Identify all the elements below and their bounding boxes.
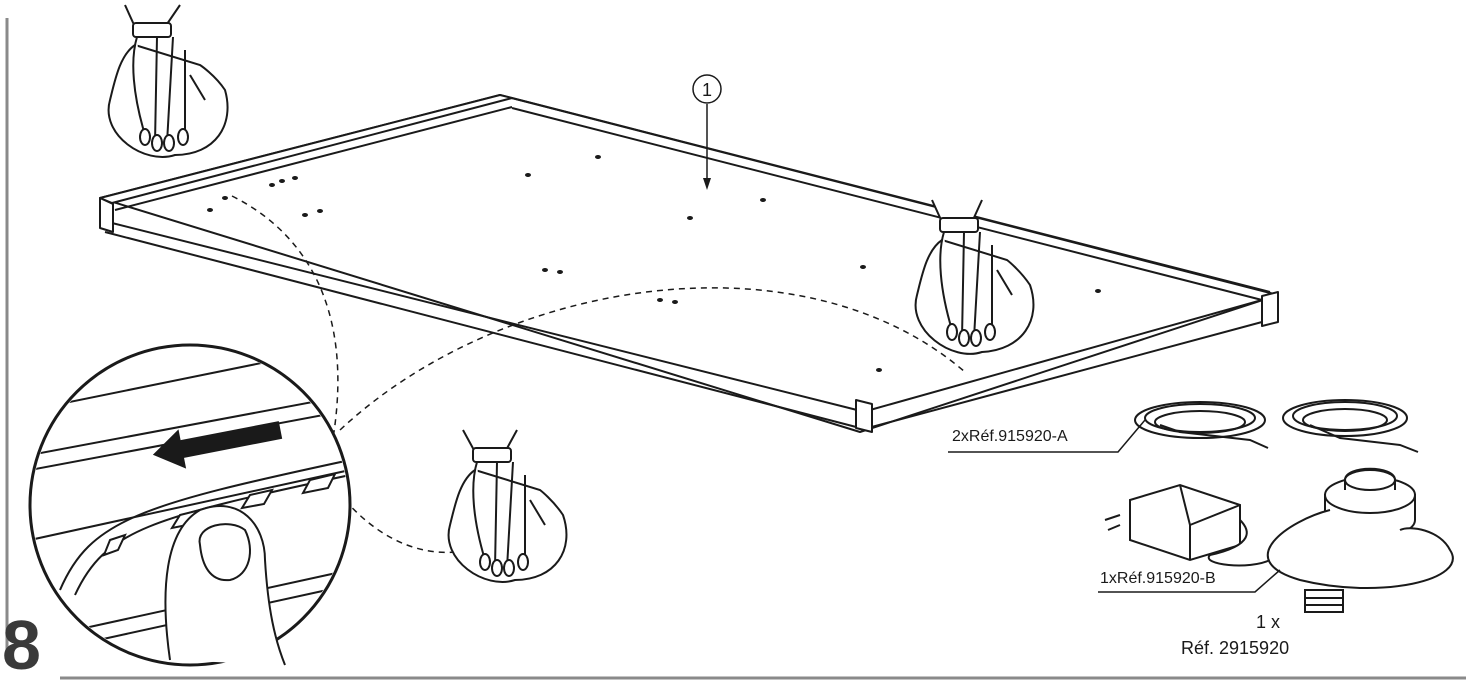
kit-reference: Réf. 2915920: [1181, 638, 1290, 658]
kit-quantity: 1 x: [1256, 612, 1281, 632]
step-number: 8: [2, 606, 41, 684]
arrow-left-icon: [152, 421, 283, 469]
control-unit-icon: [1266, 467, 1454, 590]
part-marker-label: 1: [702, 80, 712, 100]
page-frame: [5, 18, 1466, 680]
hand-cleaning-icon: [107, 4, 229, 158]
power-supply-callout: 1xRéf.915920-B: [1100, 570, 1216, 587]
led-segment: [102, 472, 337, 557]
led-strip-callout: 2xRéf.915920-A: [952, 428, 1068, 445]
zoom-detail: [28, 343, 352, 667]
led-strip-icon: [1282, 399, 1419, 453]
callout-leaders: [948, 419, 1281, 593]
hand-cleaning-icon: [447, 429, 568, 583]
led-strip-icon: [1134, 401, 1269, 449]
part-marker: 1: [692, 74, 722, 190]
connector-icon: [1304, 589, 1344, 613]
hand-cleaning-icon: [914, 199, 1035, 355]
zoom-guides: [231, 195, 966, 554]
power-adapter-icon: [1104, 483, 1271, 567]
thumb-icon: [164, 505, 286, 666]
